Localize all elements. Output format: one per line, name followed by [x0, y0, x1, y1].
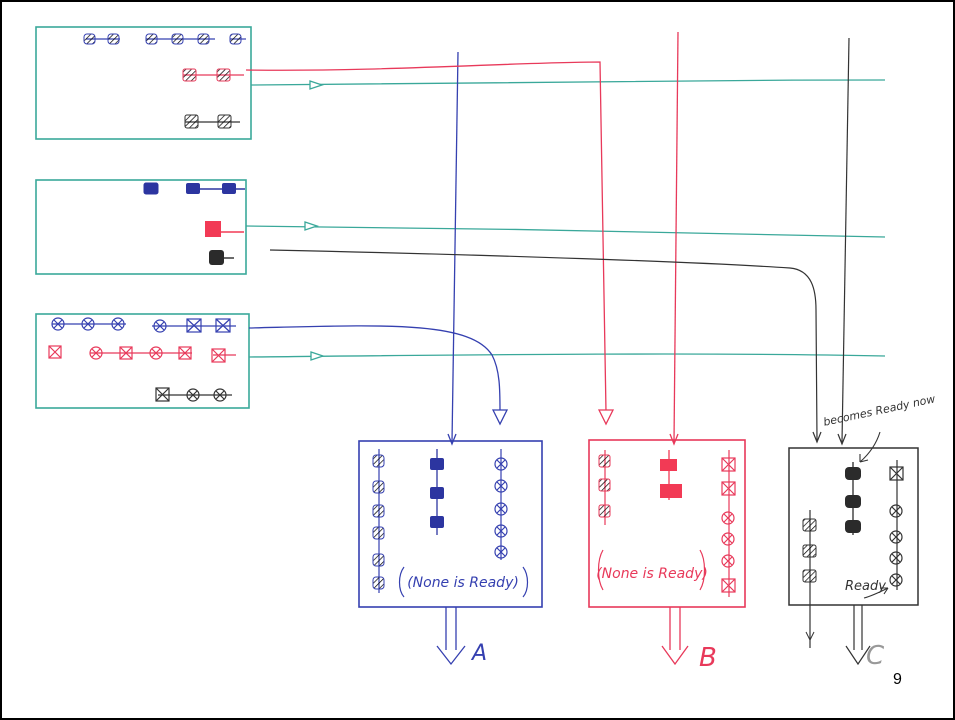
queue-A: (None is Ready) A — [358, 440, 543, 666]
queue-C: becomes Ready now Ready C — [788, 392, 936, 671]
queue-C-ready-label: Ready — [845, 579, 886, 594]
source-box-2-black-task — [209, 250, 234, 265]
black-paths — [269, 37, 850, 446]
queue-B: (None is Ready) B — [588, 439, 746, 673]
source-box-3-blue-tasks — [51, 317, 236, 333]
source-box-1-red-tasks — [182, 68, 244, 82]
source-box-3 — [35, 313, 250, 409]
queue-C-ready-arrow — [863, 587, 889, 599]
queue-A-label: A — [470, 641, 487, 666]
source-box-3-red-tasks — [48, 345, 236, 363]
queue-B-col1 — [598, 450, 611, 525]
queue-C-note: becomes Ready now — [822, 392, 936, 428]
queue-B-col2 — [660, 450, 682, 500]
queue-C-note-arrow — [859, 431, 881, 463]
source-box-2-red-task — [205, 221, 244, 237]
source-box-1-blue-tasks — [83, 33, 246, 45]
teal-streams — [245, 79, 886, 361]
queue-C-col2 — [845, 462, 861, 535]
source-box-3-black-tasks — [155, 387, 232, 402]
queue-B-label: B — [699, 643, 717, 673]
queue-B-note: (None is Ready) — [596, 566, 708, 582]
source-box-1-black-tasks — [184, 114, 240, 129]
source-box-1 — [35, 26, 252, 140]
queue-A-note: (None is Ready) — [407, 575, 519, 591]
queue-C-col3 — [889, 460, 904, 590]
queue-A-col1 — [372, 449, 385, 593]
queue-A-col2 — [430, 449, 444, 535]
blue-paths — [248, 51, 509, 446]
queue-A-col3 — [494, 449, 508, 560]
queue-B-col3 — [721, 450, 736, 597]
slide-number: 9 — [893, 671, 902, 688]
source-box-2-blue-tasks — [143, 182, 245, 195]
source-box-2 — [35, 179, 247, 275]
queue-C-label: C — [866, 641, 885, 671]
queue-C-col1 — [802, 510, 817, 648]
red-paths — [245, 31, 679, 446]
